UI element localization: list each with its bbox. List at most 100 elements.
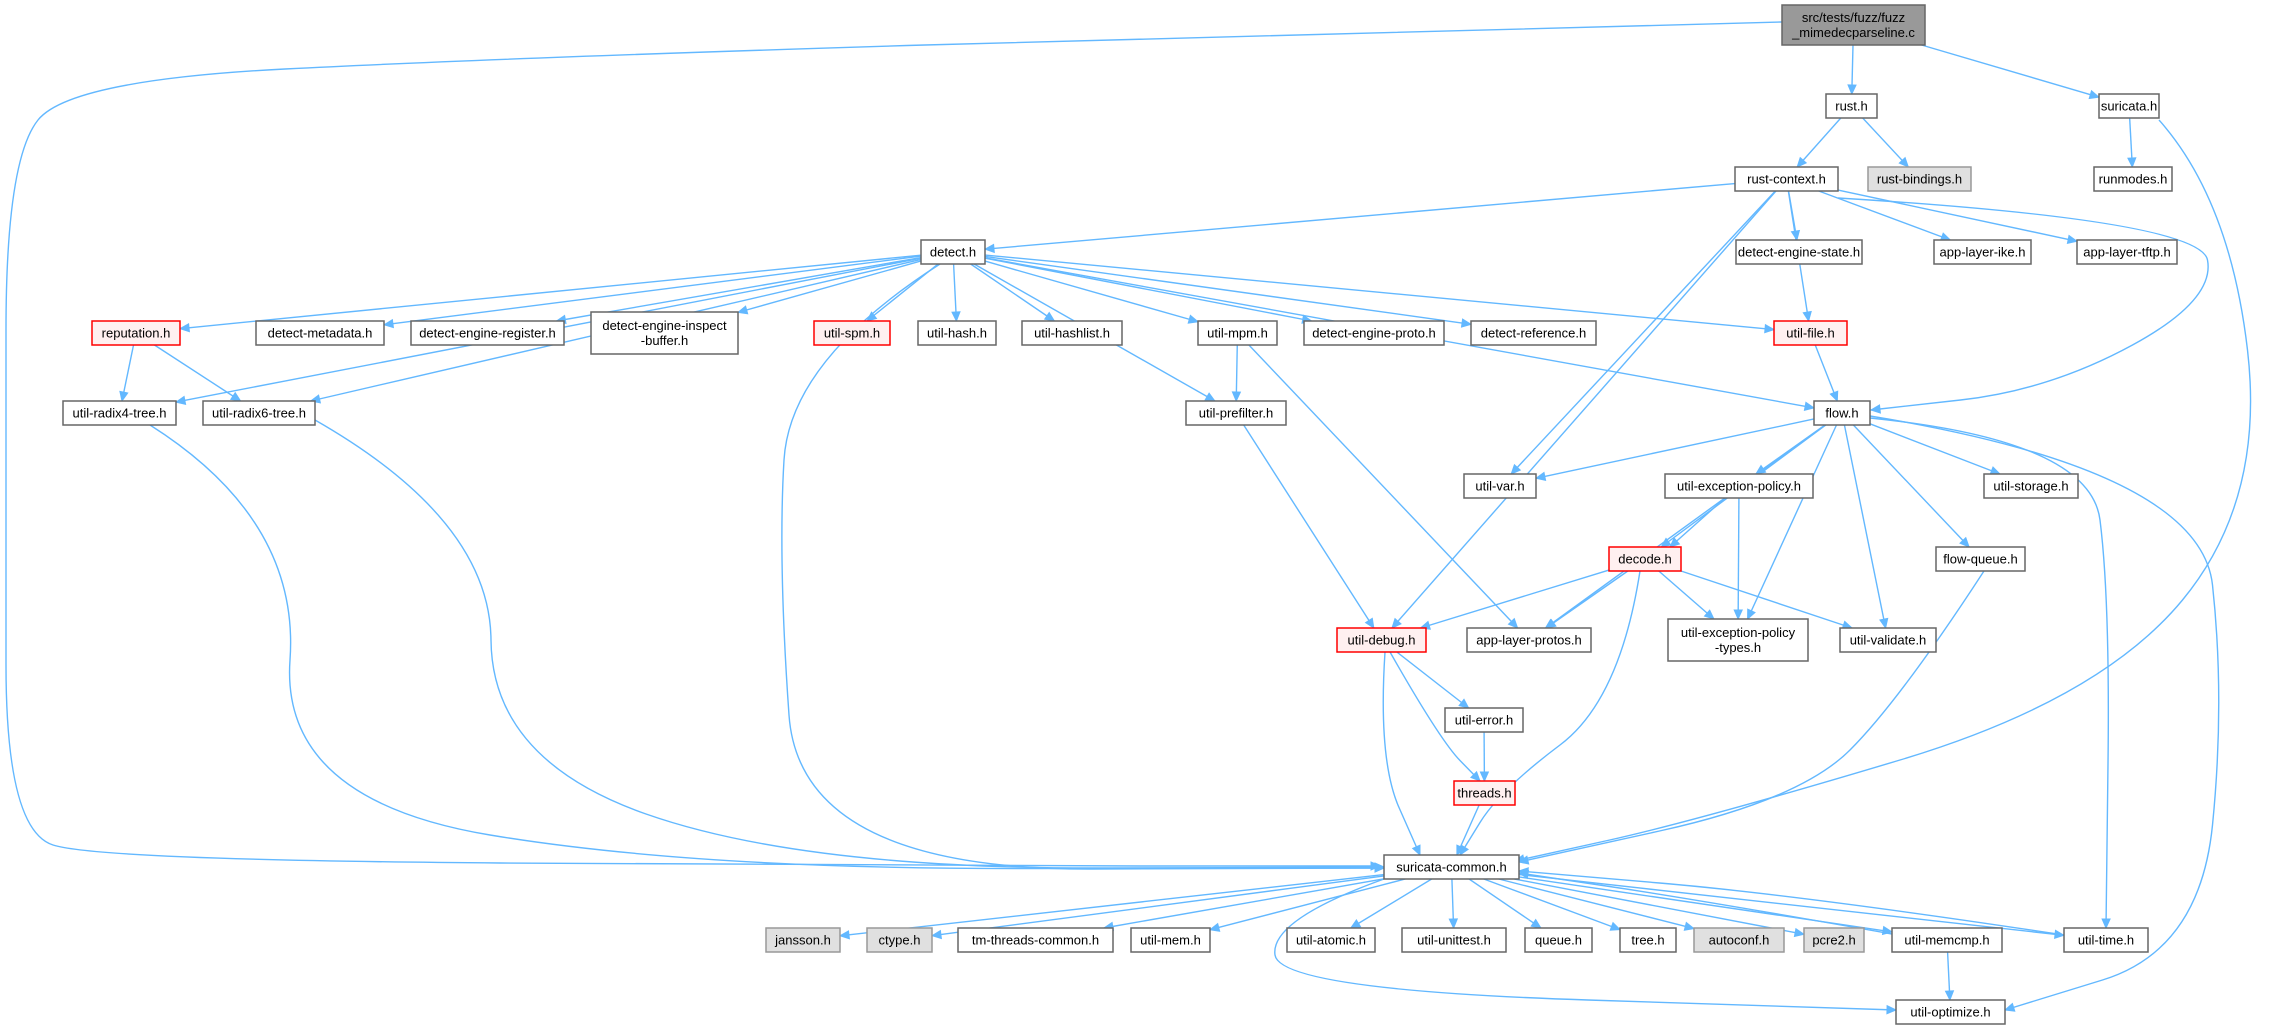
- edge-line: [1468, 878, 1542, 929]
- node-label: runmodes.h: [2099, 172, 2168, 187]
- node-label: threads.h: [1457, 786, 1511, 801]
- header-node-detect-h[interactable]: detect.h: [920, 239, 986, 265]
- arrowhead: [1534, 471, 1547, 481]
- header-node-threads-h[interactable]: threads.h: [1453, 780, 1516, 806]
- header-node-util-storage-h[interactable]: util-storage.h: [1983, 473, 2079, 499]
- header-node-app-layer-tftp-h[interactable]: app-layer-tftp.h: [2076, 239, 2178, 265]
- node-label: ctype.h: [879, 933, 921, 948]
- header-node-ctype-h: ctype.h: [866, 927, 933, 953]
- arrowhead: [2127, 157, 2137, 169]
- edge-util-exception-policy-h-to-decode-h: [1669, 497, 1726, 548]
- node-box: [202, 400, 316, 426]
- node-label: detect-metadata.h: [268, 326, 373, 341]
- edge-util-exception-policy-h-to-util-exception-policy-types-h: [1733, 497, 1743, 621]
- node-label: util-validate.h: [1850, 633, 1927, 648]
- arrowhead: [1456, 844, 1466, 857]
- header-node-app-layer-ike-h[interactable]: app-layer-ike.h: [1933, 239, 2032, 265]
- header-node-util-radix6-tree-h[interactable]: util-radix6-tree.h: [202, 400, 316, 426]
- header-node-util-hashlist-h[interactable]: util-hashlist.h: [1021, 320, 1123, 346]
- header-node-util-unittest-h[interactable]: util-unittest.h: [1401, 927, 1507, 953]
- header-node-util-error-h[interactable]: util-error.h: [1444, 707, 1524, 733]
- edge-line: [383, 255, 922, 326]
- arrowhead: [1460, 318, 1473, 328]
- header-node-rust-h[interactable]: rust.h: [1825, 93, 1878, 119]
- header-node-decode-h[interactable]: decode.h: [1608, 546, 1682, 572]
- header-node-flow-queue-h[interactable]: flow-queue.h: [1935, 546, 2026, 572]
- header-node-util-exception-policy-h[interactable]: util-exception-policy.h: [1664, 473, 1814, 499]
- arrowhead: [1898, 156, 1910, 168]
- edge-line: [781, 263, 1385, 870]
- arrowhead: [1683, 921, 1696, 931]
- header-node-queue-h[interactable]: queue.h: [1524, 927, 1593, 953]
- header-node-util-radix4-tree-h[interactable]: util-radix4-tree.h: [62, 400, 177, 426]
- header-node-util-memcmp-h[interactable]: util-memcmp.h: [1891, 927, 2003, 953]
- header-node-util-spm-h[interactable]: util-spm.h: [813, 320, 891, 346]
- header-node-util-file-h[interactable]: util-file.h: [1773, 320, 1848, 346]
- arrowhead: [1793, 927, 1806, 938]
- header-node-rust-context-h[interactable]: rust-context.h: [1734, 166, 1839, 192]
- edge-line: [1837, 189, 2078, 242]
- node-label: suricata.h: [2101, 99, 2157, 114]
- header-node-util-debug-h[interactable]: util-debug.h: [1336, 627, 1427, 653]
- arrowhead: [930, 929, 942, 940]
- node-label: util-hash.h: [927, 326, 987, 341]
- header-node-suricata-common-h[interactable]: suricata-common.h: [1383, 854, 1520, 880]
- node-label: util-time.h: [2078, 933, 2134, 948]
- header-node-tree-h[interactable]: tree.h: [1619, 927, 1677, 953]
- edge-line: [1209, 878, 1406, 931]
- arrowhead: [1703, 609, 1715, 620]
- header-node-jansson-h: jansson.h: [765, 927, 841, 953]
- node-label: util-error.h: [1455, 713, 1514, 728]
- edge-suricata-common-h-to-util-unittest-h: [1448, 878, 1459, 930]
- header-node-util-var-h[interactable]: util-var.h: [1463, 473, 1537, 499]
- edge-flow-h-to-util-exception-policy-types-h: [1746, 424, 1838, 621]
- node-label: -types.h: [1715, 640, 1761, 655]
- header-node-util-time-h[interactable]: util-time.h: [2063, 927, 2149, 953]
- header-node-reputation-h[interactable]: reputation.h: [91, 320, 181, 346]
- node-label: util-storage.h: [1993, 479, 2068, 494]
- node-box: [410, 320, 565, 346]
- node-box: [1933, 239, 2032, 265]
- header-node-util-atomic-h[interactable]: util-atomic.h: [1286, 927, 1376, 953]
- node-label: pcre2.h: [1812, 933, 1855, 948]
- edge-line: [931, 875, 1385, 937]
- edge-util-prefilter-h-to-util-debug-h: [1243, 424, 1375, 630]
- header-node-util-prefilter-h[interactable]: util-prefilter.h: [1185, 400, 1287, 426]
- node-box: [1286, 927, 1376, 953]
- header-node-util-validate-h[interactable]: util-validate.h: [1839, 627, 1937, 653]
- edge-flow-h-to-util-var-h: [1534, 418, 1815, 481]
- node-box: [1197, 320, 1278, 346]
- header-node-suricata-h[interactable]: suricata.h: [2098, 93, 2160, 119]
- edge-detect-h-to-detect-metadata-h: [382, 255, 922, 329]
- edge-line: [121, 344, 135, 402]
- header-node-app-layer-protos-h[interactable]: app-layer-protos.h: [1466, 627, 1592, 653]
- node-label: flow-queue.h: [1943, 552, 2017, 567]
- header-node-detect-engine-register-h[interactable]: detect-engine-register.h: [410, 320, 565, 346]
- header-node-detect-engine-inspect-buffer-h[interactable]: detect-engine-inspect-buffer.h: [590, 311, 739, 355]
- header-node-flow-h[interactable]: flow.h: [1813, 400, 1871, 426]
- header-node-util-mem-h[interactable]: util-mem.h: [1130, 927, 1211, 953]
- header-node-util-hash-h[interactable]: util-hash.h: [917, 320, 997, 346]
- header-node-detect-engine-state-h[interactable]: detect-engine-state.h: [1735, 239, 1863, 265]
- arrowhead: [1847, 84, 1857, 96]
- edge-detect-h-to-detect-engine-inspect-buffer-h: [736, 260, 922, 315]
- edge-suricata-common-h-to-pcre2-h: [1514, 878, 1806, 938]
- edge-line: [1869, 417, 2110, 929]
- header-node-autoconf-h: autoconf.h: [1693, 927, 1785, 953]
- arrowhead: [1411, 844, 1421, 857]
- header-node-runmodes-h[interactable]: runmodes.h: [2093, 166, 2173, 192]
- header-node-util-mpm-h[interactable]: util-mpm.h: [1197, 320, 1278, 346]
- arrowhead: [1374, 863, 1386, 873]
- header-node-detect-reference-h[interactable]: detect-reference.h: [1470, 320, 1597, 346]
- edge-line: [1350, 878, 1433, 929]
- header-node-detect-engine-proto-h[interactable]: detect-engine-proto.h: [1303, 320, 1445, 346]
- edge-suricata-common-h-to-tm-threads-common-h: [1102, 878, 1385, 932]
- header-node-util-exception-policy-types-h[interactable]: util-exception-policy-types.h: [1667, 618, 1809, 662]
- arrowhead: [1530, 918, 1542, 929]
- edge-flow-h-to-util-validate-h: [1843, 424, 1889, 630]
- header-node-detect-metadata-h[interactable]: detect-metadata.h: [255, 320, 385, 346]
- header-node-util-optimize-h[interactable]: util-optimize.h: [1895, 999, 2006, 1025]
- edge-util-error-h-to-threads-h: [1479, 731, 1490, 783]
- header-node-tm-threads-common-h[interactable]: tm-threads-common.h: [957, 927, 1114, 953]
- node-box: [91, 320, 181, 346]
